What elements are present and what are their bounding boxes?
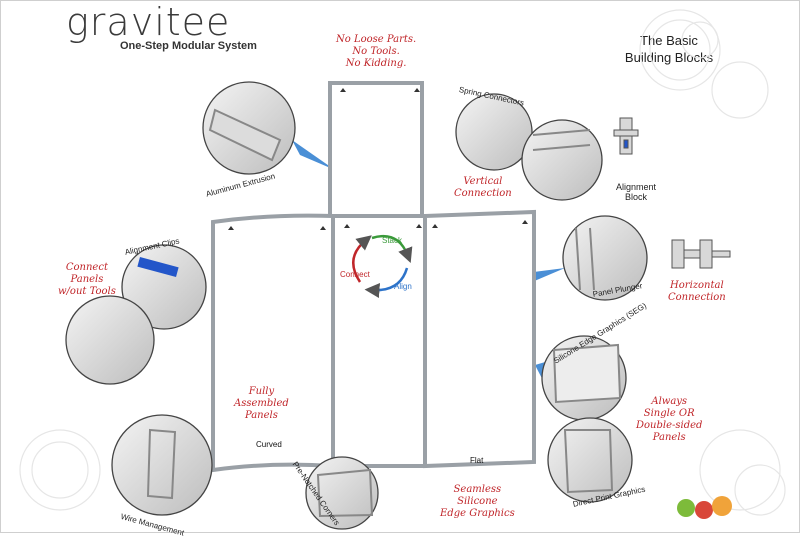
callout-seamless-silicone: Seamless Silicone Edge Graphics: [440, 484, 515, 519]
cycle-connect: Connect: [340, 270, 370, 279]
top-panel: [328, 81, 424, 218]
decorative-swirl: [19, 9, 786, 516]
callout-no-loose-parts: No Loose Parts. No Tools. No Kidding.: [336, 34, 417, 69]
callout-vertical-connection: Vertical Connection: [454, 176, 512, 199]
fruit-logo: [677, 496, 732, 519]
logo-tagline: One-Step Modular System: [120, 40, 257, 52]
label-alignment-block: Alignment Block: [616, 182, 657, 202]
callout-fully-assembled: Fully Assembled Panels: [234, 386, 289, 421]
callout-connect-panels: Connect Panels w/out Tools: [58, 262, 116, 297]
center-panel: [331, 214, 427, 468]
cycle-arrows: [352, 234, 413, 299]
panel-plunger-detail: [562, 215, 648, 301]
horizontal-connector-icon: [671, 239, 731, 269]
cycle-stack: Stack: [382, 236, 403, 245]
right-panel: [423, 209, 536, 469]
connect-panels-detail: [65, 295, 155, 385]
alignment-block-icon: [613, 117, 639, 155]
label-flat: Flat: [470, 456, 484, 465]
callout-always-single-double: Always Single OR Double-sided Panels: [636, 396, 703, 443]
spring-connectors-detail: [455, 93, 533, 171]
label-curved: Curved: [256, 440, 282, 449]
callout-horizontal-connection: Horizontal Connection: [668, 280, 726, 303]
wire-management-detail: [111, 414, 213, 516]
left-curved-panel: [211, 213, 335, 473]
logo-wordmark: gravitee: [66, 0, 231, 44]
cycle-align: Align: [394, 282, 412, 291]
brand-logo: gravitee One-Step Modular System: [66, 2, 257, 52]
page-title: The Basic Building Blocks: [624, 33, 714, 65]
alignment-block-detail: [521, 119, 603, 201]
